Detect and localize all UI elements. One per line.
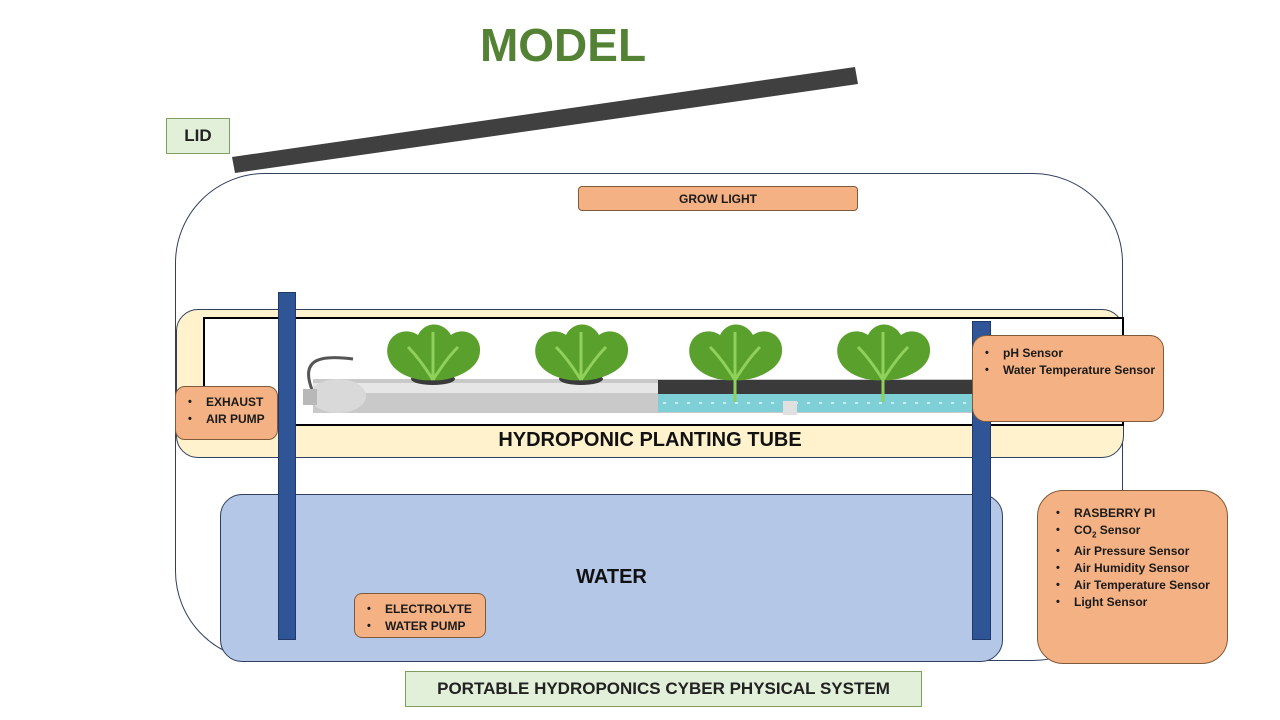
raspberry-pi-item: RASBERRY PI — [1056, 505, 1227, 522]
lid-label: LID — [166, 118, 230, 154]
lettuce-icon — [689, 324, 783, 402]
lettuce-icon — [535, 324, 629, 381]
electrolyte-pump-box: ELECTROLYTE WATER PUMP — [354, 593, 486, 638]
water-label: WATER — [576, 566, 647, 588]
grow-light-label: GROW LIGHT — [578, 186, 858, 211]
co2-sensor-suffix: Sensor — [1096, 523, 1141, 537]
electrolyte-item: ELECTROLYTE — [367, 601, 485, 618]
water-reservoir — [220, 494, 1003, 662]
planting-tube-illustration — [303, 324, 973, 415]
left-pipe — [278, 292, 296, 640]
co2-text: CO — [1074, 523, 1092, 537]
air-pump-item: AIR PUMP — [188, 411, 277, 428]
light-sensor-item: Light Sensor — [1056, 594, 1227, 611]
diagram-title: MODEL — [479, 19, 647, 71]
co2-sensor-item: CO2 Sensor — [1056, 522, 1227, 543]
air-pressure-sensor-item: Air Pressure Sensor — [1056, 543, 1227, 560]
exhaust-airpump-box: EXHAUST AIR PUMP — [175, 386, 278, 440]
co2-subscript: 2 — [1092, 530, 1097, 540]
water-pump-item: WATER PUMP — [367, 618, 485, 635]
ph-sensor-item: pH Sensor — [985, 345, 1163, 362]
air-temperature-sensor-item: Air Temperature Sensor — [1056, 577, 1227, 594]
raspberry-pi-box: RASBERRY PI CO2 Sensor Air Pressure Sens… — [1037, 490, 1228, 664]
footer-label: PORTABLE HYDROPONICS CYBER PHYSICAL SYST… — [405, 671, 922, 707]
lettuce-icon — [837, 324, 931, 402]
water-temp-sensor-item: Water Temperature Sensor — [985, 362, 1163, 379]
ph-sensor-box: pH Sensor Water Temperature Sensor — [972, 335, 1164, 422]
exhaust-item: EXHAUST — [188, 394, 277, 411]
air-humidity-sensor-item: Air Humidity Sensor — [1056, 560, 1227, 577]
lettuce-icon — [387, 324, 481, 381]
tube-label: HYDROPONIC PLANTING TUBE — [498, 429, 802, 451]
